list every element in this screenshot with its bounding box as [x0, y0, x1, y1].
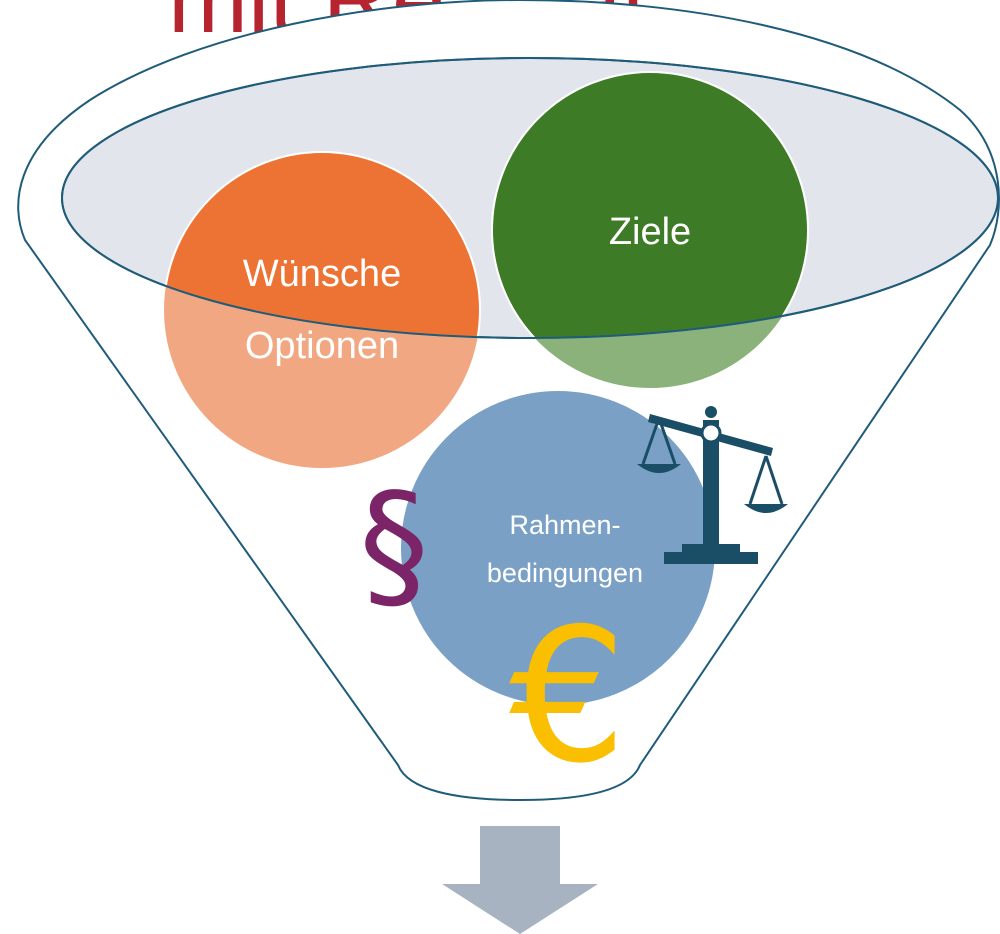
goals-circle	[491, 71, 809, 338]
wishes-label: Wünsche	[243, 253, 401, 295]
goals-label: Ziele	[609, 211, 691, 253]
scales-icon	[637, 406, 788, 564]
constraints-label-line2: bedingungen	[487, 558, 643, 588]
options-label: Optionen	[245, 325, 399, 367]
funnel-top-ellipse-outline	[61, 57, 999, 339]
down-arrow	[442, 826, 598, 934]
paragraph-icon: §	[359, 464, 429, 627]
euro-icon: €	[509, 588, 627, 804]
constraints-label-line1: Rahmen-	[509, 510, 620, 540]
